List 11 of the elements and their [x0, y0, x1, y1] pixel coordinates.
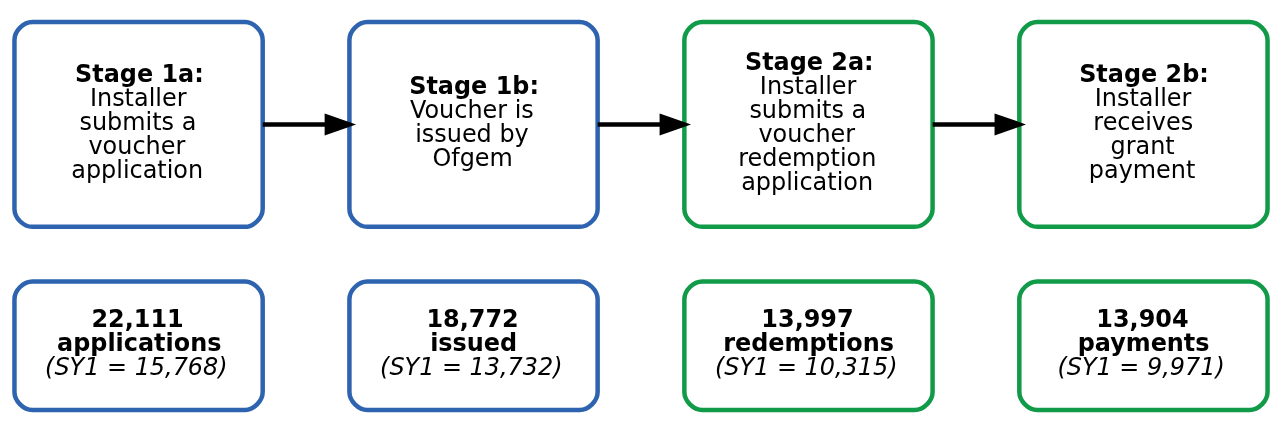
- node-box: 13,904 payments (SY1 = 9,971): [1017, 278, 1270, 412]
- node-box: Stage 1a: Installer submits a voucher application: [12, 19, 265, 229]
- node-box: 22,111 applications (SY1 = 15,768): [12, 278, 265, 412]
- node-box: Stage 2a: Installer submits a voucher redemption application: [682, 19, 935, 229]
- arrow: [597, 112, 692, 135]
- node-box: Stage 2b: Installer receives grant payment: [1017, 19, 1270, 229]
- arrow: [932, 112, 1026, 135]
- node-box: 18,772 issued (SY1 = 13,732): [347, 278, 600, 412]
- arrow: [262, 112, 357, 135]
- node-box: Stage 1b: Voucher is issued by Ofgem: [347, 19, 600, 229]
- node-box: 13,997 redemptions (SY1 = 10,315): [682, 278, 935, 412]
